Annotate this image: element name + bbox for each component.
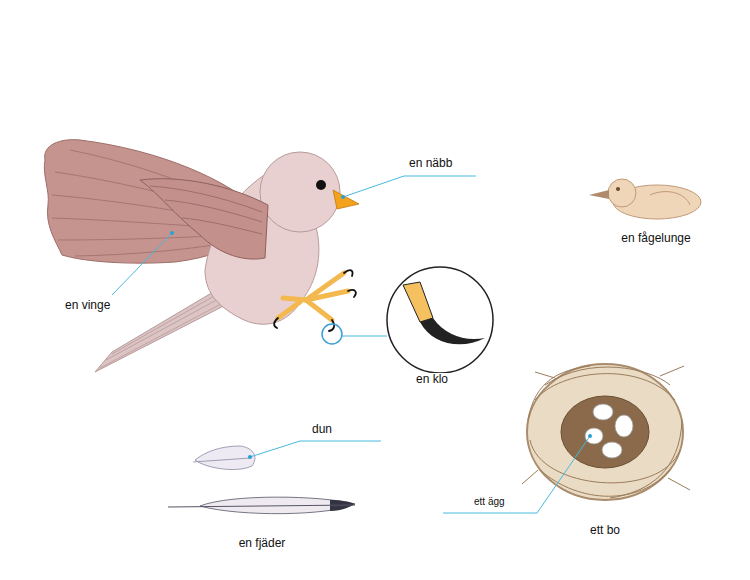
zoom-toe (403, 282, 433, 322)
bird-head (260, 152, 340, 232)
eggs (585, 404, 633, 458)
part-label: en klo (415, 373, 449, 387)
chick-eye (616, 187, 620, 191)
part-label: en näbb (408, 157, 453, 171)
leader-dots (170, 195, 592, 459)
feet (278, 273, 348, 320)
part-label: ett ägg (473, 496, 506, 508)
part-label: ett bo (589, 524, 621, 538)
chick-head (608, 179, 636, 207)
nest-hollow (561, 396, 649, 468)
front-wing-lines (150, 186, 262, 234)
claws (274, 270, 356, 331)
eye (316, 180, 326, 190)
part-label: en fjäder (238, 537, 287, 551)
front-wing (140, 179, 268, 259)
leader-line (342, 336, 387, 337)
down-shaft (193, 458, 250, 462)
part-label: dun (311, 423, 333, 437)
zoom-claw (420, 318, 485, 344)
nest-twigs (522, 366, 690, 498)
down-feather (195, 446, 255, 470)
claw-highlight (322, 324, 342, 344)
zoom-circle (387, 267, 493, 373)
feather-shaft (168, 505, 355, 507)
leader-lines (112, 176, 590, 513)
part-label: en fågelunge (620, 232, 691, 246)
chick-wing (650, 192, 690, 205)
chick-beak (589, 190, 609, 199)
nest (527, 364, 683, 500)
part-label: en vinge (64, 299, 111, 313)
